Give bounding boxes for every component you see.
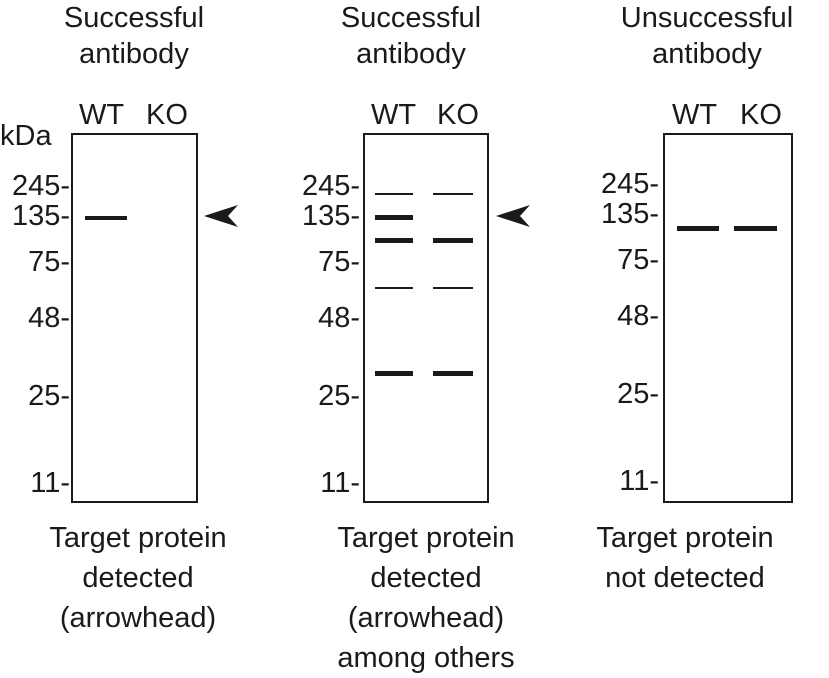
arrowhead-icon	[496, 205, 530, 227]
blot-membrane	[663, 133, 793, 503]
lane-label-ko: KO	[437, 99, 479, 131]
panel-successful-antibody-multi: Successful antibody WT KO 245- 135- 75- …	[276, 0, 552, 674]
panel-unsuccessful-antibody: Unsuccessful antibody WT KO 245- 135- 75…	[553, 0, 829, 672]
panel-title: Successful antibody	[63, 2, 205, 70]
lane-label-wt: WT	[672, 99, 718, 131]
band-ko-60	[433, 287, 473, 289]
marker-11: 11-	[619, 465, 659, 497]
band-wt-110	[677, 226, 719, 231]
band-wt-135	[375, 215, 413, 220]
band-ko-30	[433, 371, 473, 376]
panel-title: Successful antibody	[340, 2, 482, 70]
marker-48: 48-	[617, 300, 659, 332]
lane-label-wt: WT	[79, 99, 125, 131]
band-wt-30	[375, 371, 413, 376]
panel-caption: Target protein detected (arrowhead)	[49, 522, 227, 634]
marker-75: 75-	[28, 246, 70, 278]
marker-75: 75-	[617, 244, 659, 276]
marker-48: 48-	[28, 302, 70, 334]
band-ko-110	[734, 226, 777, 231]
band-ko-100	[433, 238, 473, 243]
marker-245: 245-	[11, 170, 70, 202]
panel-caption: Target protein not detected	[596, 522, 774, 594]
marker-135: 135-	[600, 198, 659, 230]
marker-11: 11-	[320, 467, 360, 499]
marker-135: 135-	[301, 200, 360, 232]
lane-label-ko: KO	[146, 99, 188, 131]
marker-135: 135-	[11, 200, 70, 232]
unit-label: kDa	[0, 120, 52, 152]
band-wt-60	[375, 287, 413, 289]
marker-25: 25-	[617, 378, 659, 410]
lane-label-wt: WT	[371, 99, 417, 131]
arrowhead-icon	[204, 205, 238, 227]
band-wt-135	[85, 216, 127, 220]
marker-245: 245-	[301, 170, 360, 202]
marker-48: 48-	[318, 302, 360, 334]
marker-25: 25-	[28, 380, 70, 412]
marker-245: 245-	[600, 168, 659, 200]
panel-caption: Target protein detected (arrowhead) amon…	[337, 522, 515, 674]
marker-75: 75-	[318, 246, 360, 278]
marker-11: 11-	[30, 467, 70, 499]
band-wt-upper	[375, 193, 413, 195]
marker-25: 25-	[318, 380, 360, 412]
band-ko-upper	[433, 193, 473, 195]
panel-title: Unsuccessful antibody	[620, 2, 794, 70]
panel-successful-antibody: Successful antibody WT KO kDa 245- 135- …	[0, 0, 276, 672]
band-wt-100	[375, 238, 413, 243]
blot-membrane	[71, 133, 198, 503]
lane-label-ko: KO	[740, 99, 782, 131]
blot-membrane	[363, 133, 489, 503]
